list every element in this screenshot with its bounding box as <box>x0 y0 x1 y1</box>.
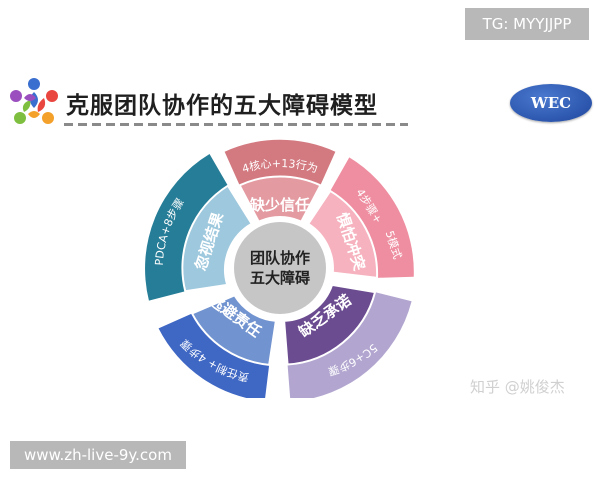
inner-ring <box>181 175 379 366</box>
center-label-line1: 团队协作 <box>250 249 310 267</box>
people-circle-logo-icon <box>10 78 58 124</box>
outer-segment-conflict <box>330 157 414 278</box>
outer-segment-accountability <box>158 313 270 398</box>
title-underline-divider <box>64 122 408 128</box>
zhihu-author-watermark: 知乎 @姚俊杰 <box>470 378 565 396</box>
outer-segment-trust <box>224 139 336 186</box>
inner-segment-commitment <box>283 283 377 366</box>
outer-segment-results <box>145 154 228 301</box>
website-watermark-badge: www.zh-live-9y.com <box>10 441 186 469</box>
wec-brand-badge: WEC <box>510 84 592 122</box>
outer-label-trust: 4核心+13行为 <box>241 157 320 176</box>
center-label-line2: 五大障碍 <box>250 269 310 287</box>
inner-segment-conflict <box>306 189 379 279</box>
outer-segment-commitment <box>287 292 412 398</box>
five-dysfunctions-diagram: 团队协作 五大障碍 缺少信任 惧怕冲突 缺乏承诺 逃避责任 忽视结果 4核心+1… <box>145 139 414 398</box>
page-title: 克服团队协作的五大障碍模型 <box>66 93 378 119</box>
inner-segment-accountability <box>190 294 278 366</box>
inner-segment-results <box>181 184 254 293</box>
outer-ring <box>145 139 414 398</box>
center-hub <box>234 222 326 314</box>
outer-label-trust-text: 4核心+13行为 <box>241 157 320 176</box>
inner-label-trust: 缺少信任 <box>249 196 310 214</box>
telegram-watermark-badge: TG: MYYJJPP <box>465 8 589 40</box>
